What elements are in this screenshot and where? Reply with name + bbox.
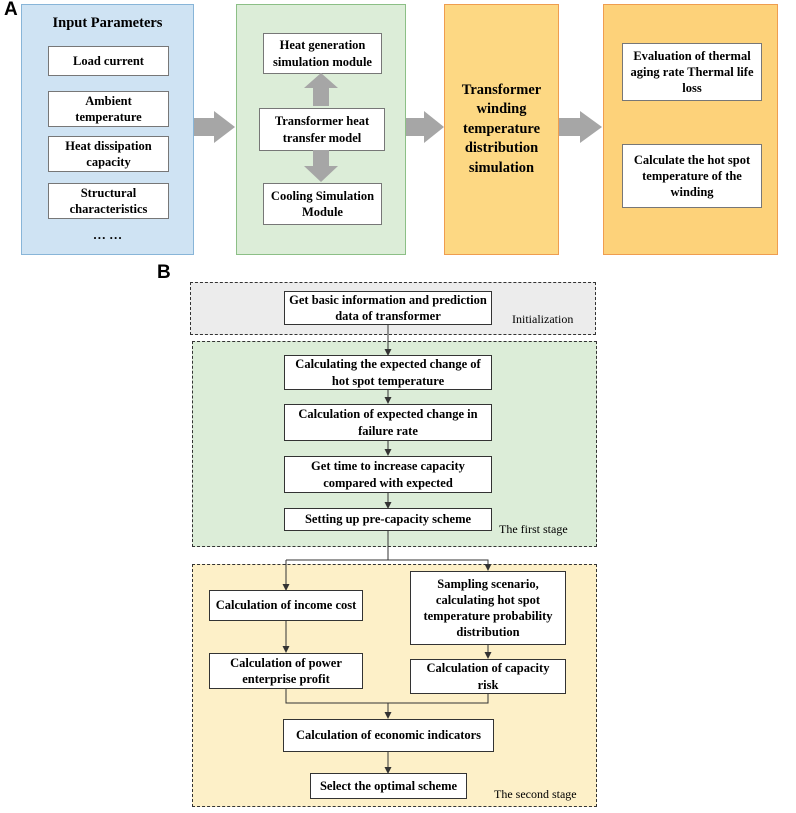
heat-transfer-model: Transformer heat transfer model <box>259 108 385 151</box>
node-basic-information: Get basic information and prediction dat… <box>284 291 492 325</box>
cooling-simulation-module: Cooling Simulation Module <box>263 183 382 225</box>
node-power-profit: Calculation of power enterprise profit <box>209 653 363 689</box>
heat-generation-module: Heat generation simulation module <box>263 33 382 74</box>
input-parameters-panel: Input Parameters Load current Ambient te… <box>21 4 194 255</box>
input-parameters-title: Input Parameters <box>52 15 163 31</box>
panel-b-letter: B <box>157 262 171 283</box>
input-item-load-current: Load current <box>48 46 169 76</box>
panel-a-letter: A <box>4 0 18 20</box>
node-income-cost: Calculation of income cost <box>209 590 363 621</box>
input-item-ellipsis: … … <box>92 227 123 242</box>
input-item-structural-characteristics: Structural characteristics <box>48 183 169 219</box>
input-item-ambient-temperature: Ambient temperature <box>48 91 169 127</box>
winding-temperature-simulation-panel: Transformer winding temperature distribu… <box>444 4 559 255</box>
node-sampling-scenario: Sampling scenario, calculating hot spot … <box>410 571 566 645</box>
second-stage-label: The second stage <box>494 787 577 801</box>
node-hot-spot-change: Calculating the expected change of hot s… <box>284 355 492 390</box>
outputs-panel: Evaluation of thermal aging rate Thermal… <box>603 4 778 255</box>
arrow-simulation-to-outputs <box>559 111 602 143</box>
input-item-heat-dissipation: Heat dissipation capacity <box>48 136 169 172</box>
node-economic-indicators: Calculation of economic indicators <box>283 719 494 752</box>
first-stage-label: The first stage <box>499 522 568 536</box>
thermal-aging-evaluation: Evaluation of thermal aging rate Thermal… <box>622 43 762 101</box>
node-optimal-scheme: Select the optimal scheme <box>310 773 467 799</box>
hot-spot-temperature-calculation: Calculate the hot spot temperature of th… <box>622 144 762 208</box>
arrow-input-to-model <box>194 111 235 143</box>
node-time-increase: Get time to increase capacity compared w… <box>284 456 492 493</box>
node-capacity-risk: Calculation of capacity risk <box>410 659 566 694</box>
node-failure-rate: Calculation of expected change in failur… <box>284 404 492 441</box>
arrow-model-to-simulation <box>406 111 444 143</box>
initialization-label: Initialization <box>512 312 574 326</box>
node-pre-capacity-scheme: Setting up pre-capacity scheme <box>284 508 492 531</box>
winding-temperature-simulation-label: Transformer winding temperature distribu… <box>461 81 542 176</box>
transformer-model-panel: Heat generation simulation module Transf… <box>236 4 406 255</box>
